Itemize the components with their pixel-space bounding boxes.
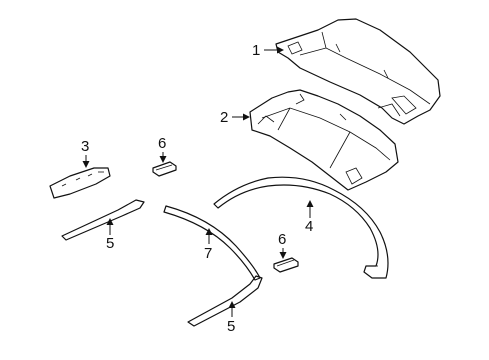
callout-2-label: 2 [220,109,228,126]
callout-2: 2 [220,109,250,126]
part-5-molding-lower [187,275,263,327]
callout-3: 3 [81,138,90,168]
callout-4-arrowhead [306,200,314,207]
callout-3-label: 3 [81,138,89,155]
callout-6-upper: 6 [158,135,167,163]
callout-4: 4 [305,200,314,235]
callout-6-lower-label: 6 [278,231,286,248]
part-4-seal-arc [213,176,389,279]
part-6-clip-upper [152,161,177,177]
callout-3-arrowhead [82,161,90,168]
callout-6-upper-arrowhead [159,156,167,163]
part-2-storage-tray [249,89,399,191]
part-3-bracket [49,167,111,199]
callout-5-lower-arrowhead [228,301,236,308]
callout-6-upper-label: 6 [158,135,166,152]
callout-7: 7 [204,228,213,262]
callout-1-arrowhead [277,46,284,54]
callout-5-lower-label: 5 [227,318,235,335]
callout-5-upper-arrowhead [106,218,114,225]
callout-7-arrowhead [205,228,213,235]
part-7-curved-molding [163,205,261,281]
callout-4-label: 4 [305,218,313,235]
callout-1-label: 1 [252,42,260,59]
callout-6-lower: 6 [278,231,287,259]
part-6-clip-lower [273,257,299,273]
callout-1: 1 [252,42,284,59]
callout-7-label: 7 [204,245,212,262]
callout-5-upper-label: 5 [106,235,114,252]
callout-6-lower-arrowhead [279,252,287,259]
part-5-molding-upper [61,199,145,241]
callout-5-upper: 5 [106,218,114,252]
part-1-top-cover [275,18,441,125]
callout-5-lower: 5 [227,301,236,335]
callout-2-arrowhead [243,113,250,121]
